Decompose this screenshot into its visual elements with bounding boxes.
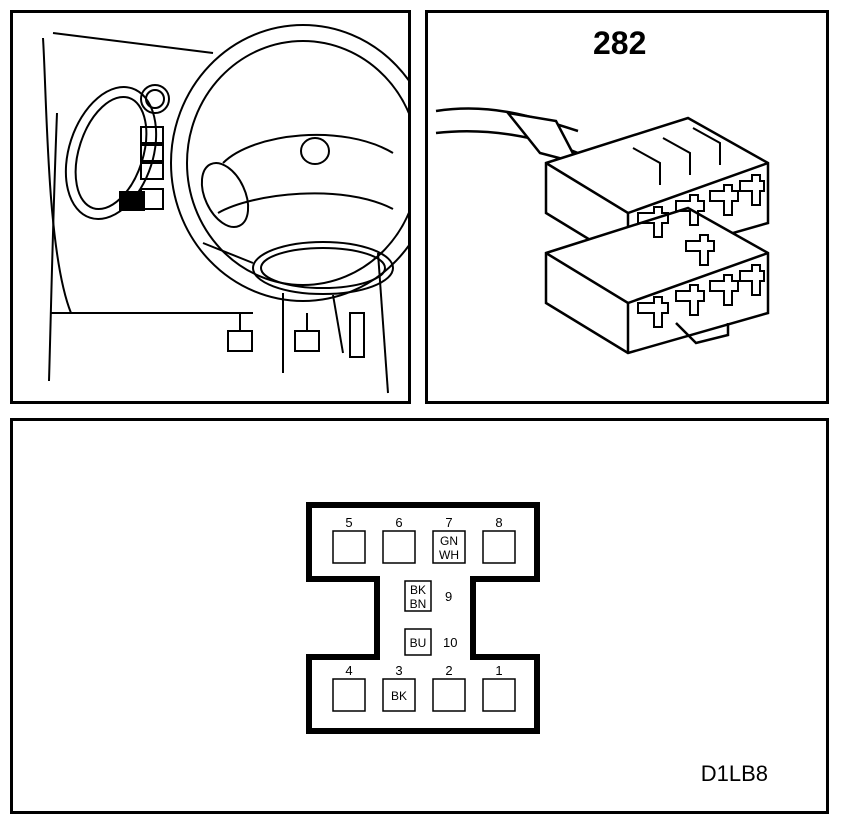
wire-color-7-a: GN <box>440 534 458 548</box>
wire-color-9-a: BK <box>410 583 426 597</box>
pin-cavity-9 <box>404 580 432 612</box>
pin-number-7: 7 <box>445 515 452 530</box>
pin-number-6: 6 <box>395 515 402 530</box>
dashboard-illustration <box>42 24 408 394</box>
wire-color-10: BU <box>410 636 427 650</box>
pin-number-3: 3 <box>395 663 402 678</box>
pin-cavity-4 <box>332 678 366 712</box>
pin-number-10: 10 <box>443 635 457 650</box>
pin-number-8: 8 <box>495 515 502 530</box>
wire-color-9-b: BN <box>410 597 427 611</box>
wire-color-7-b: WH <box>439 548 459 562</box>
pin-number-9: 9 <box>445 589 452 604</box>
pin-cavity-7 <box>432 530 466 564</box>
pin-number-2: 2 <box>445 663 452 678</box>
connector-outline <box>306 502 540 734</box>
pin-number-4: 4 <box>345 663 352 678</box>
pin-number-5: 5 <box>345 515 352 530</box>
connector-illustration <box>435 107 770 355</box>
pin-number-1: 1 <box>495 663 502 678</box>
connector-view-panel: 282 <box>425 10 829 404</box>
pin-cavity-8 <box>482 530 516 564</box>
connector-id-label: 282 <box>593 25 647 61</box>
pin-cavity-6 <box>382 530 416 564</box>
pin-cavity-3 <box>382 678 416 712</box>
pin-cavity-2 <box>432 678 466 712</box>
pin-cavity-1 <box>482 678 516 712</box>
pin-cavity-5 <box>332 530 366 564</box>
pin-cavity-10 <box>404 628 432 656</box>
location-view-panel <box>10 10 411 404</box>
reference-code: D1LB8 <box>700 761 768 786</box>
wire-color-3: BK <box>391 689 407 703</box>
